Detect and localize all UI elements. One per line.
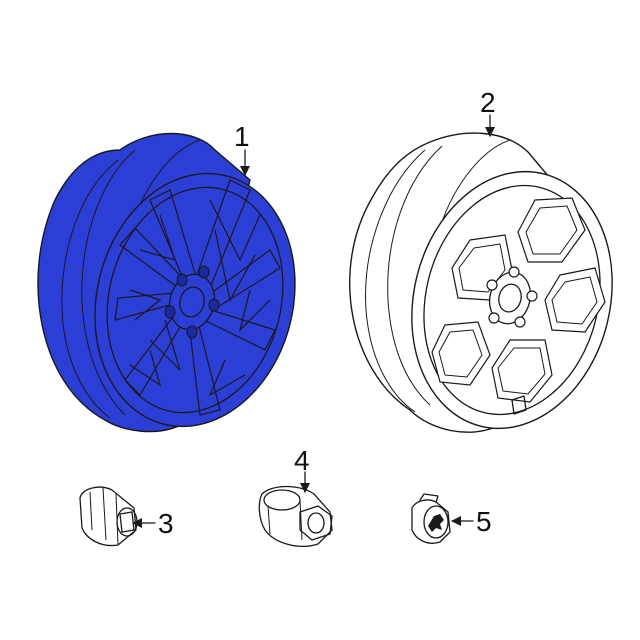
lug-hole xyxy=(526,290,538,302)
part-2-wheel[interactable] xyxy=(349,132,639,450)
part-5-center-cap[interactable] xyxy=(411,493,451,544)
lug-hole xyxy=(488,312,500,324)
lug-hole xyxy=(164,305,176,319)
wheel-2-windows xyxy=(431,197,606,403)
lock-nut-body xyxy=(258,485,333,547)
part-3-lug-nut[interactable] xyxy=(79,486,138,547)
lug-hole xyxy=(508,266,520,278)
callout-5-number: 5 xyxy=(476,506,492,537)
callout-4-number: 4 xyxy=(294,445,310,476)
lug-hole xyxy=(514,316,526,328)
part-4-lock-nut[interactable] xyxy=(258,485,333,547)
lug-hole xyxy=(486,279,498,291)
lug-hole xyxy=(186,325,198,339)
callout-1-number: 1 xyxy=(234,121,250,152)
lug-hole xyxy=(208,298,220,312)
lug-hole xyxy=(176,273,188,287)
horse-emblem-icon xyxy=(428,514,444,532)
lug-nut-body xyxy=(79,486,137,547)
callout-2-number: 2 xyxy=(480,87,496,118)
lug-hole xyxy=(198,265,210,279)
callout-3-number: 3 xyxy=(158,508,174,539)
valve-slot xyxy=(511,395,527,415)
part-1-wheel[interactable] xyxy=(37,132,321,448)
wheel-1-spokes xyxy=(114,179,281,416)
